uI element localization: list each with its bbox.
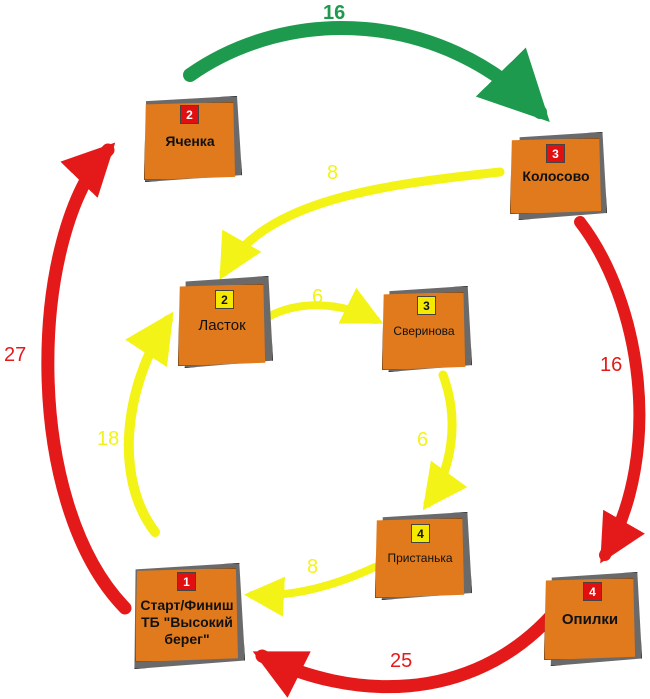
node-kolosovo-label: Колосово <box>522 168 590 184</box>
node-lastok-badge: 2 <box>215 290 234 309</box>
node-lastok: Ласток 2 <box>178 276 273 368</box>
edge-sverinovo-pristanka <box>422 370 468 511</box>
edge-kolosovo-opilki <box>574 216 646 564</box>
edge-opilki-start <box>252 608 559 698</box>
edge-label-opilki-start: 25 <box>390 650 413 672</box>
edge-yachenka-kolosovo <box>183 21 550 122</box>
node-start-label: Старт/Финиш ТБ "Высокий берег" <box>140 596 234 647</box>
edge-lastok-sverinovo <box>264 287 384 324</box>
edge-label-lastok-sverinovo: 6 <box>312 286 324 308</box>
edge-pristanka-start <box>244 563 379 617</box>
node-start-badge: 1 <box>177 572 196 591</box>
edge-label-pristanka-start: 8 <box>307 556 319 578</box>
node-opilki: Опилки 4 <box>544 572 642 666</box>
node-kolosovo-badge: 3 <box>546 144 565 163</box>
node-sverinovo: Сверинова 3 <box>382 286 472 372</box>
edge-label-kolosovo-opilki: 16 <box>600 354 623 376</box>
edge-label-kolosovo-lastok: 8 <box>327 162 339 184</box>
node-pristanka: Пристанька 4 <box>375 512 472 600</box>
node-yachenka-badge: 2 <box>180 105 199 124</box>
node-yachenka-label: Яченка <box>165 133 215 149</box>
node-sverinovo-badge: 3 <box>417 296 436 315</box>
edge-label-sverinovo-pristanka: 6 <box>417 429 429 451</box>
edge-kolosovo-lastok <box>219 167 505 280</box>
node-pristanka-badge: 4 <box>411 524 430 543</box>
node-sverinovo-label: Сверинова <box>393 324 455 338</box>
node-pristanka-label: Пристанька <box>387 551 453 565</box>
edge-label-start-yachenka: 27 <box>4 344 27 366</box>
node-opilki-label: Опилки <box>561 610 619 628</box>
edge-label-start-lastok: 18 <box>97 428 120 450</box>
edge-start-lastok <box>123 311 174 537</box>
edge-label-yachenka-kolosovo: 16 <box>323 2 346 24</box>
edge-start-yachenka <box>41 142 132 615</box>
node-kolosovo: Колосово 3 <box>510 132 607 220</box>
node-start: Старт/Финиш ТБ "Высокий берег" 1 <box>129 563 245 669</box>
node-yachenka: Яченка 2 <box>140 96 242 182</box>
node-lastok-label: Ласток <box>198 316 246 334</box>
node-opilki-badge: 4 <box>583 582 602 601</box>
